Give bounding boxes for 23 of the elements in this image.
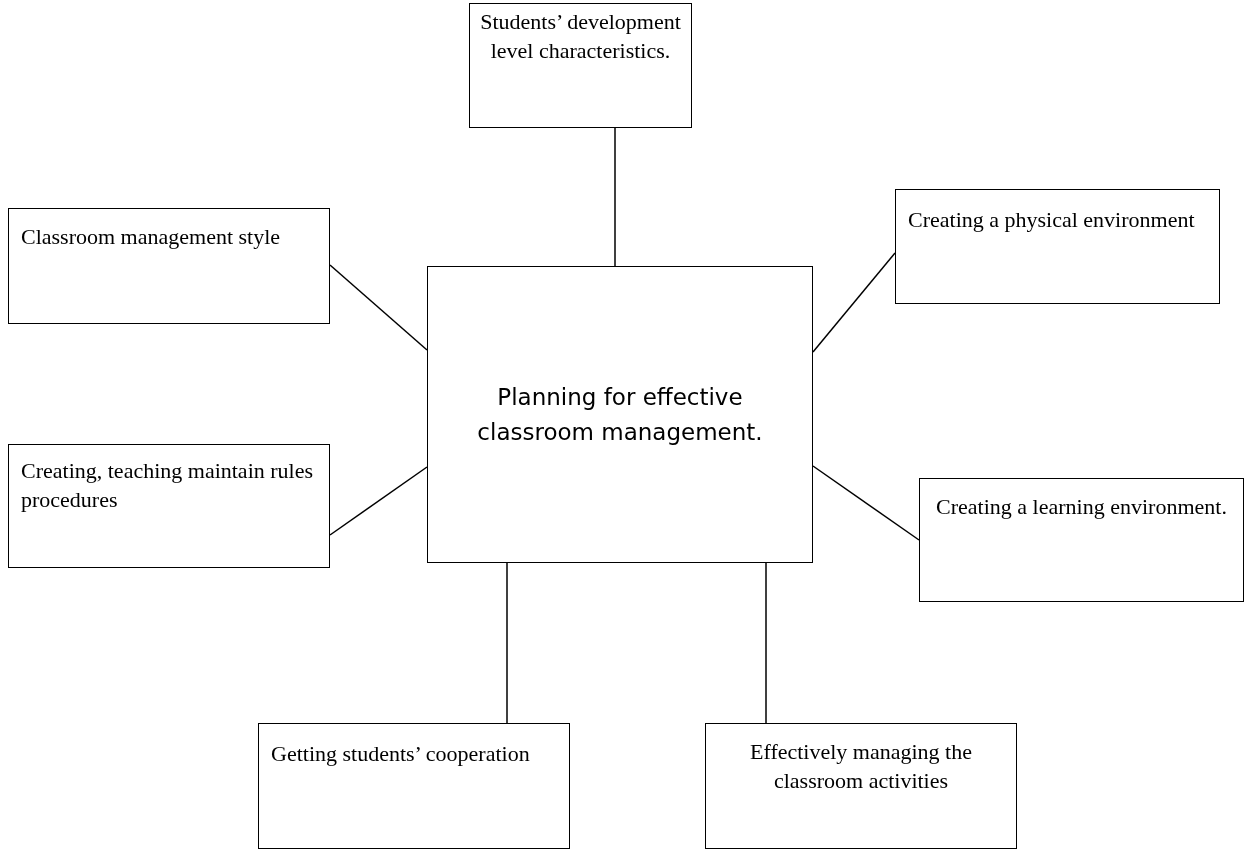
- topic-box: [705, 723, 1017, 849]
- connector-line: [765, 562, 767, 724]
- topic-text: Creating a learning environment.: [935, 493, 1228, 521]
- topic-box: [919, 478, 1244, 602]
- central-box: [427, 266, 813, 563]
- topic-box: [258, 723, 570, 849]
- central-topic-text: Planning for effective classroom management.: [476, 383, 764, 447]
- topic-box: [469, 3, 692, 128]
- topic-text: Creating a physical environment: [908, 206, 1196, 234]
- topic-box: [8, 444, 330, 568]
- connector-line: [506, 562, 508, 724]
- topic-text: Getting students’ cooperation: [271, 740, 531, 768]
- topic-text: Classroom management style: [21, 223, 282, 251]
- topic-text: Creating, teaching maintain rules procedures: [21, 457, 314, 514]
- topic-text: Students’ development level characteristics.: [479, 8, 682, 65]
- connector-line: [812, 252, 896, 353]
- topic-box: [8, 208, 330, 324]
- connector-line: [614, 127, 616, 267]
- topic-box: [895, 189, 1220, 304]
- connector-line: [329, 466, 428, 536]
- connector-line: [812, 465, 920, 541]
- connector-line: [329, 264, 428, 351]
- topic-text: Effectively managing the classroom activities: [749, 738, 973, 795]
